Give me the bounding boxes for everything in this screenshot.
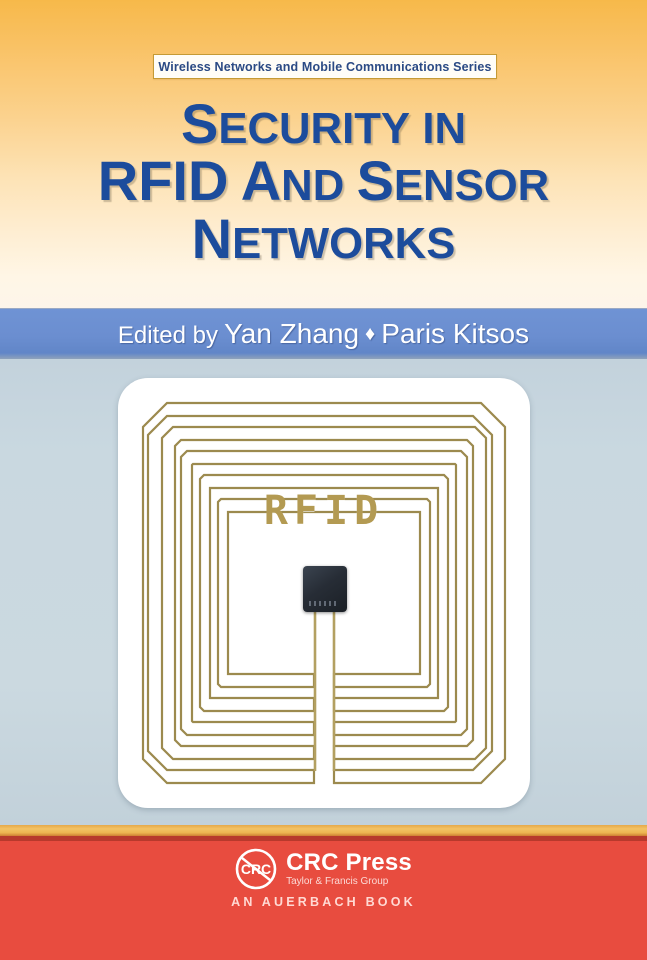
title-line-3: NETWORKS [0,210,647,268]
title-line-2-and-cap: A [240,149,282,213]
rfid-antenna-coil-icon [141,401,507,785]
rfid-card-label: RFID [263,488,385,534]
title-line-3-rest: ETWORKS [232,218,456,268]
title-line-1-word2: IN [422,104,467,153]
crc-name-group: CRC Press Taylor & Francis Group [286,850,412,888]
edited-by-label: Edited by [117,322,218,349]
diamond-separator-icon: ♦ [365,323,376,345]
editor-name-1: Yan Zhang [224,318,360,349]
title-line-3-cap: N [191,206,233,270]
title-line-2-and-rest: ND [281,161,345,211]
series-banner-text: Wireless Networks and Mobile Communicati… [158,59,492,74]
red-divider-edge [0,836,647,841]
crc-press-name: CRC Press [286,849,412,877]
gold-divider-stripe [0,825,647,836]
top-gradient-background [0,0,647,308]
publisher-background [0,841,647,960]
rfid-chip-icon [303,566,347,612]
title-line-2-sensor-rest: ENSOR [393,161,550,211]
title-line-1-cap: S [180,92,219,155]
auerbach-imprint-label: AN AUERBACH BOOK [231,895,416,909]
title-line-2-sensor-cap: S [356,149,394,213]
rfid-tag-card: RFID [118,378,530,808]
title-line-2-rfid: RFID [97,149,229,213]
crc-circle-logo-icon: CRC [235,848,277,890]
svg-text:CRC: CRC [241,861,271,877]
editor-name-2: Paris Kitsos [381,318,530,349]
series-banner: Wireless Networks and Mobile Communicati… [153,54,497,79]
title-line-1-rest: ECURITY [218,104,411,153]
crc-logo-row: CRC CRC Press Taylor & Francis Group [235,848,412,890]
taylor-francis-group-label: Taylor & Francis Group [286,876,389,888]
publisher-block: CRC CRC Press Taylor & Francis Group AN … [0,848,647,909]
